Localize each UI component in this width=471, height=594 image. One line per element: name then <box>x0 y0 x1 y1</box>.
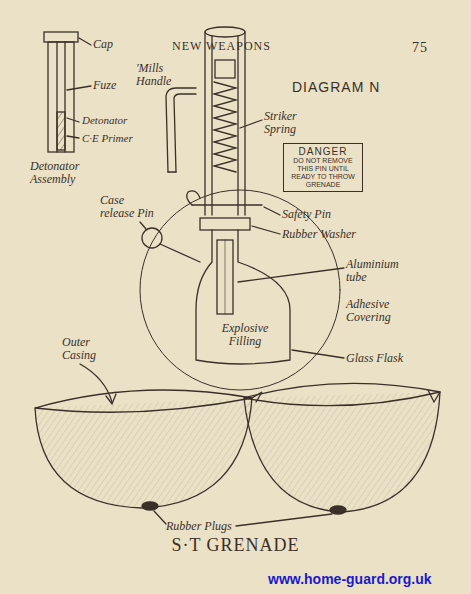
part-label: 'Mills Handle <box>136 62 184 88</box>
caption: S·T GRENADE <box>0 536 471 556</box>
part-label: Rubber Plugs <box>166 520 232 533</box>
running-head: NEW WEAPONS <box>172 40 271 53</box>
part-label: C·E Primer <box>82 132 133 144</box>
part-label: Cap <box>93 38 113 51</box>
part-label: Detonator Assembly <box>30 160 110 186</box>
part-label: Outer Casing <box>62 336 122 362</box>
part-label: Aluminium tube <box>346 258 416 284</box>
part-label: Adhesive Covering <box>346 298 416 324</box>
part-label: Glass Flask <box>346 352 403 365</box>
warning-heading: DANGER <box>287 146 359 157</box>
warning-text: DO NOT REMOVE THIS PIN UNTIL READY TO TH… <box>287 157 359 189</box>
part-label: Rubber Washer <box>282 228 356 241</box>
part-label: Fuze <box>93 79 116 92</box>
warning-box: DANGERDO NOT REMOVE THIS PIN UNTIL READY… <box>283 143 363 192</box>
part-label: Striker Spring <box>264 110 324 136</box>
part-label: Explosive Filling <box>206 322 284 348</box>
diagram-title: DIAGRAM N <box>292 80 380 95</box>
part-label: Safety Pin <box>282 208 331 221</box>
watermark: www.home-guard.org.uk <box>268 572 432 587</box>
part-label: Detonator <box>82 114 127 126</box>
part-label: Case release Pin <box>100 194 160 220</box>
page-number: 75 <box>412 40 428 55</box>
